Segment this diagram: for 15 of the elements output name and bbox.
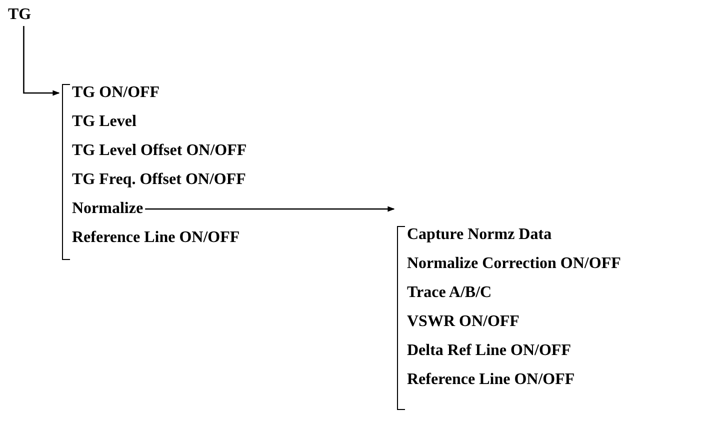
menu-item-label: Trace A/B/C [407,284,492,302]
arrow [145,206,395,212]
menu-item-label: Normalize Correction ON/OFF [407,255,621,273]
menu-item-label: TG Level [72,113,136,131]
menu-item-label: TG ON/OFF [72,84,160,102]
menu-item-label: TG Freq. Offset ON/OFF [72,171,246,189]
menu-item-label: Reference Line ON/OFF [407,371,575,389]
menu-item-label: TG Level Offset ON/OFF [72,142,247,160]
menu-item-label: Delta Ref Line ON/OFF [407,342,571,360]
menu-item-label: Normalize [72,200,144,218]
menu-item-label: TG [8,6,32,24]
menu-item-label: Reference Line ON/OFF [72,229,240,247]
menu-item-label: Capture Normz Data [407,226,552,244]
menu-item-label: VSWR ON/OFF [407,313,520,331]
arrow [23,26,60,96]
